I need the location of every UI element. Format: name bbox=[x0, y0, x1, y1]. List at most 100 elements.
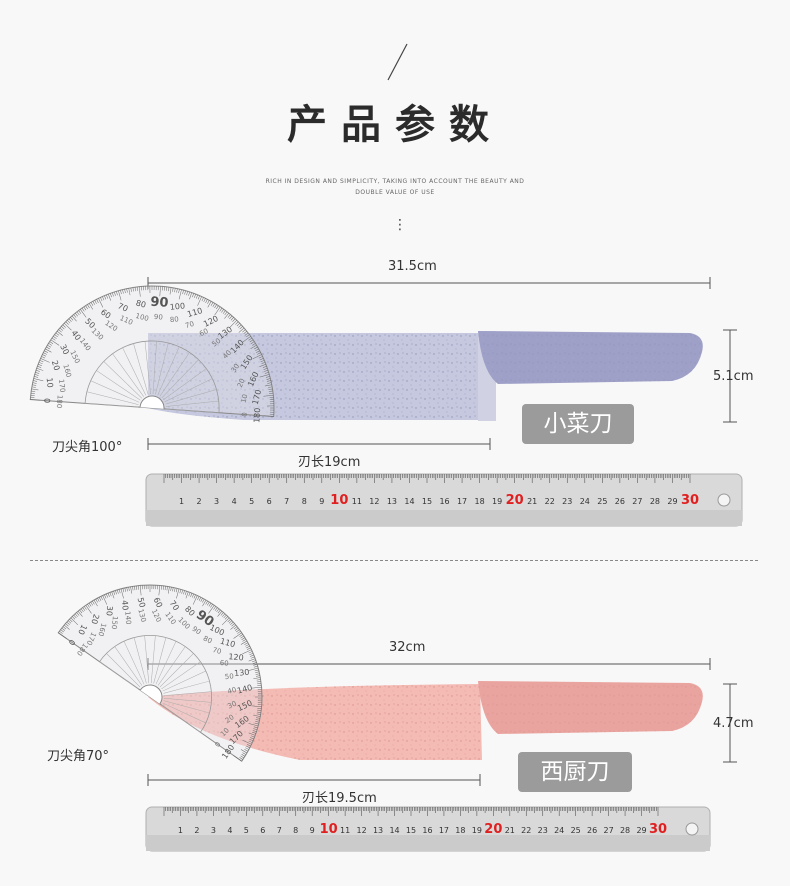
protractor-tick bbox=[214, 304, 217, 309]
protractor-outer-label: 120 bbox=[228, 652, 244, 662]
protractor-tick bbox=[224, 313, 229, 319]
protractor-tick bbox=[256, 350, 260, 353]
protractor-tick bbox=[118, 290, 122, 301]
protractor-tick bbox=[39, 360, 44, 363]
protractor-tick bbox=[73, 314, 77, 318]
protractor-tick bbox=[257, 683, 262, 685]
protractor-tick bbox=[239, 757, 243, 760]
protractor-ray bbox=[123, 641, 145, 685]
protractor-ray bbox=[85, 403, 139, 408]
protractor-tick bbox=[61, 326, 65, 330]
protractor-tick bbox=[81, 307, 85, 312]
protractor-tick bbox=[65, 321, 69, 325]
protractor-tick bbox=[75, 313, 78, 317]
protractor-tick bbox=[234, 627, 239, 631]
protractor-tick bbox=[192, 293, 194, 298]
protractor-tick bbox=[83, 606, 87, 610]
protractor-ray bbox=[164, 378, 213, 403]
protractor-tick bbox=[74, 613, 78, 617]
ruler-number-r1: 13 bbox=[387, 497, 397, 506]
protractor-tick bbox=[253, 728, 258, 730]
protractor-tick bbox=[72, 616, 76, 620]
protractor-outer-label: 100 bbox=[169, 301, 185, 312]
protractor-inner-label: 40 bbox=[227, 686, 238, 696]
protractor-tick bbox=[158, 585, 161, 596]
protractor-tick bbox=[227, 619, 231, 623]
protractor-tick bbox=[87, 304, 90, 309]
protractor-tick bbox=[136, 286, 138, 291]
protractor-ray bbox=[122, 347, 147, 396]
protractor-tick bbox=[114, 291, 116, 296]
protractor-tick bbox=[257, 702, 262, 704]
ruler-number-r2: 11 bbox=[340, 826, 350, 835]
knife1-blade-texture bbox=[148, 333, 495, 420]
protractor-inner-label: 50 bbox=[211, 337, 223, 349]
ruler-number-r1: 15 bbox=[422, 497, 432, 506]
protractor-tick bbox=[38, 364, 42, 366]
protractor-tick bbox=[255, 671, 260, 673]
ruler-number-r2: 5 bbox=[244, 826, 249, 835]
protractor-tick bbox=[104, 295, 107, 300]
protractor-tick bbox=[61, 627, 66, 631]
protractor-tick bbox=[178, 289, 180, 294]
protractor-tick bbox=[256, 681, 261, 683]
protractor-tick bbox=[216, 305, 219, 310]
protractor-tick bbox=[88, 303, 93, 310]
protractor-tick bbox=[208, 602, 212, 607]
protractor-tick bbox=[268, 390, 273, 392]
protractor-tick bbox=[169, 287, 172, 295]
protractor-tick bbox=[251, 343, 256, 346]
protractor-tick bbox=[149, 584, 151, 592]
protractor-outline bbox=[29, 285, 275, 418]
protractor-ray bbox=[159, 653, 194, 688]
protractor-tick bbox=[220, 612, 224, 616]
protractor-ray bbox=[103, 361, 143, 399]
ruler-number-r1: 14 bbox=[404, 497, 414, 506]
protractor-tick bbox=[151, 585, 153, 590]
ruler-number-r1: 26 bbox=[615, 497, 625, 506]
protractor-tick bbox=[237, 630, 241, 634]
protractor-tick bbox=[88, 602, 92, 607]
protractor-ray bbox=[112, 353, 144, 397]
protractor-tick bbox=[269, 399, 274, 401]
protractor-tick bbox=[116, 291, 118, 296]
subtitle-line-1: RICH IN DESIGN AND SIMPLICITY, TAKING IN… bbox=[265, 178, 525, 185]
subtitle-line-2: DOUBLE VALUE OF USE bbox=[355, 189, 435, 196]
protractor-tick bbox=[258, 356, 263, 359]
protractor-tick bbox=[245, 747, 250, 750]
protractor-ray bbox=[165, 389, 217, 405]
protractor-tick bbox=[252, 662, 257, 664]
ruler-number-r1: 10 bbox=[330, 493, 348, 508]
protractor-tick bbox=[242, 739, 252, 745]
protractor-tick bbox=[92, 600, 95, 605]
protractor-tick bbox=[136, 585, 138, 590]
protractor-tick bbox=[269, 401, 274, 403]
protractor-tick bbox=[257, 709, 262, 711]
ruler-number-r1: 24 bbox=[580, 497, 590, 506]
protractor-tick bbox=[266, 380, 271, 382]
protractor-tick bbox=[268, 386, 273, 388]
protractor-tick bbox=[239, 326, 243, 330]
protractor-tick bbox=[213, 606, 217, 610]
protractor-outer-label: 60 bbox=[152, 596, 164, 609]
protractor-tick bbox=[83, 306, 87, 311]
protractor-tick bbox=[219, 307, 223, 312]
protractor-outer-label: 20 bbox=[50, 359, 61, 371]
protractor-tick bbox=[45, 348, 52, 353]
protractor-outer-label: 170 bbox=[251, 389, 263, 406]
protractor-ray bbox=[163, 697, 212, 703]
protractor-tick bbox=[259, 374, 270, 378]
protractor-tick bbox=[31, 388, 39, 391]
protractor-tick bbox=[193, 594, 196, 599]
protractor-tick bbox=[100, 297, 103, 302]
protractor-tick bbox=[246, 645, 250, 649]
protractor-tick bbox=[58, 632, 67, 639]
protractor-tick bbox=[162, 585, 164, 590]
ruler-number-r2: 7 bbox=[277, 826, 282, 835]
ruler-number-r1: 11 bbox=[352, 497, 362, 506]
protractor-tick bbox=[87, 604, 90, 608]
protractor-tick bbox=[210, 604, 213, 608]
protractor-ray bbox=[165, 408, 219, 413]
ruler-number-r2: 26 bbox=[587, 826, 597, 835]
protractor-tick bbox=[128, 288, 131, 296]
